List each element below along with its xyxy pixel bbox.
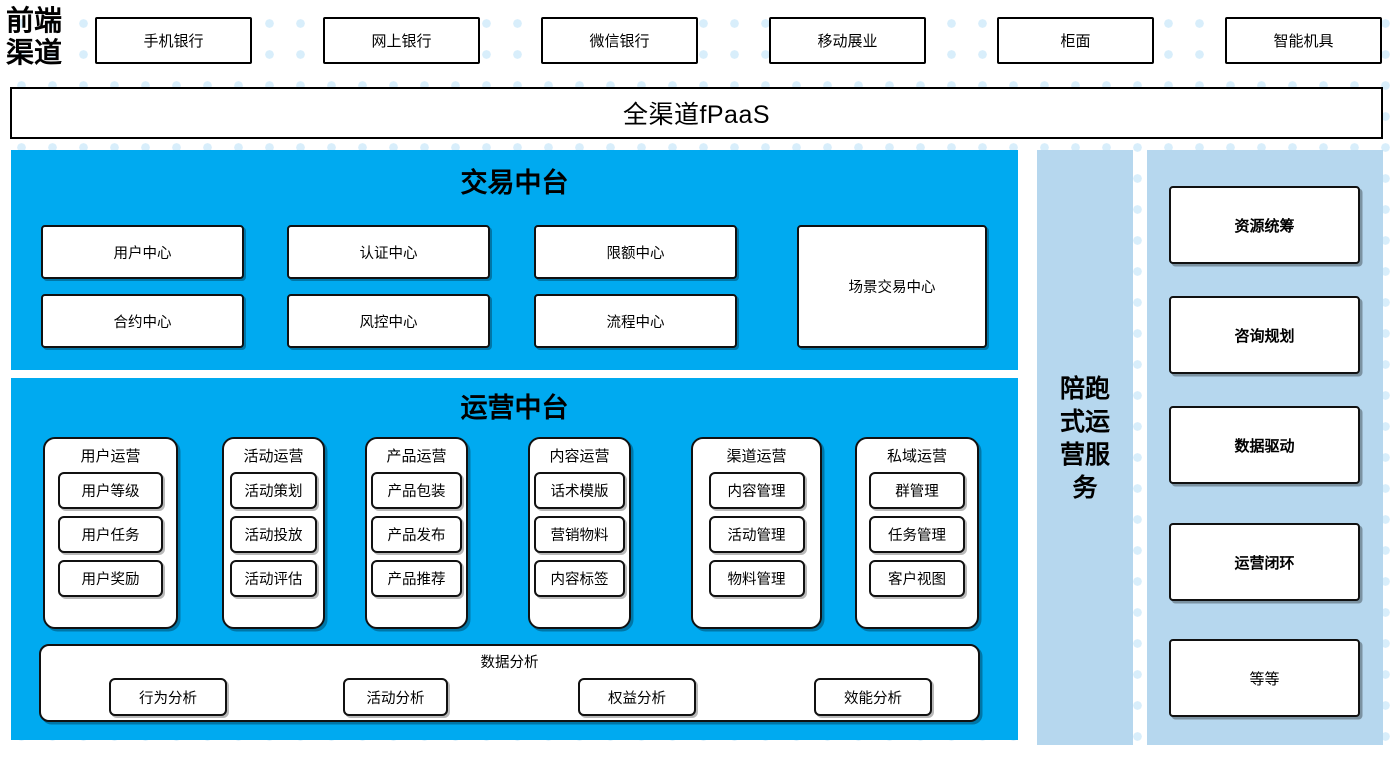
op-item[interactable]: 活动投放 [230,516,317,553]
op-column-title: 用户运营 [80,448,141,465]
op-column-channel[interactable]: 渠道运营 内容管理 活动管理 物料管理 [691,437,822,629]
tx-process-center[interactable]: 流程中心 [534,294,737,348]
tx-box-label: 认证中心 [359,245,418,262]
channel-label: 微信银行 [589,33,650,50]
tx-box-label: 流程中心 [606,314,665,331]
channel-label: 网上银行 [371,33,432,50]
op-column-product[interactable]: 产品运营 产品包装 产品发布 产品推荐 [365,437,468,629]
capability-card-data-driven[interactable]: 数据驱动 [1169,406,1360,484]
data-analysis-item[interactable]: 权益分析 [578,678,696,716]
accompanying-service-text: 陪跑 式运 营服 务 [1037,372,1133,504]
front-channel-label-line2: 渠道 [6,38,63,69]
op-column-title: 内容运营 [549,448,610,465]
channel-label: 移动展业 [817,33,878,50]
op-column-private-domain[interactable]: 私域运营 群管理 任务管理 客户视图 [855,437,979,629]
op-item[interactable]: 内容标签 [534,560,625,597]
op-item[interactable]: 产品推荐 [371,560,462,597]
op-column-content[interactable]: 内容运营 话术模版 营销物料 内容标签 [528,437,631,629]
tx-user-center[interactable]: 用户中心 [41,225,244,279]
tx-limit-center[interactable]: 限额中心 [534,225,737,279]
tx-box-label: 风控中心 [359,314,418,331]
op-column-title: 渠道运营 [726,448,787,465]
op-item[interactable]: 话术模版 [534,472,625,509]
channel-label: 柜面 [1060,33,1091,50]
tx-auth-center[interactable]: 认证中心 [287,225,490,279]
capability-card-closed-loop[interactable]: 运营闭环 [1169,523,1360,601]
channel-label: 手机银行 [143,33,204,50]
op-item[interactable]: 客户视图 [869,560,965,597]
channel-wechat-bank[interactable]: 微信银行 [541,17,698,64]
op-item[interactable]: 产品发布 [371,516,462,553]
channel-counter[interactable]: 柜面 [997,17,1154,64]
tx-box-label: 用户中心 [113,245,172,262]
tx-box-label: 限额中心 [606,245,665,262]
operation-center-title: 运营中台 [460,393,569,424]
op-column-title: 私域运营 [886,448,947,465]
capability-card-consulting[interactable]: 咨询规划 [1169,296,1360,374]
op-item[interactable]: 内容管理 [708,472,805,509]
data-analysis-title: 数据分析 [480,655,539,671]
service-text-line: 陪跑 [1059,374,1110,403]
op-item[interactable]: 任务管理 [869,516,965,553]
tx-box-label: 场景交易中心 [848,280,936,296]
op-item[interactable]: 物料管理 [708,560,805,597]
front-channel-label: 前端 渠道 [6,6,84,70]
tx-risk-center[interactable]: 风控中心 [287,294,490,348]
transaction-center-title: 交易中台 [460,168,569,199]
data-analysis-item[interactable]: 行为分析 [109,678,227,716]
data-analysis-item[interactable]: 活动分析 [343,678,448,716]
op-item[interactable]: 用户任务 [58,516,163,553]
service-text-line: 务 [1072,473,1098,502]
omnichannel-fpaas-label: 全渠道fPaaS [622,101,771,129]
op-item[interactable]: 用户等级 [58,472,163,509]
capability-card-resource[interactable]: 资源统筹 [1169,186,1360,264]
op-column-title: 产品运营 [386,448,447,465]
channel-online-bank[interactable]: 网上银行 [323,17,480,64]
capability-card-etc[interactable]: 等等 [1169,639,1360,717]
tx-scene-trade-center[interactable]: 场景交易中心 [797,225,987,348]
op-item[interactable]: 活动策划 [230,472,317,509]
tx-contract-center[interactable]: 合约中心 [41,294,244,348]
op-item[interactable]: 营销物料 [534,516,625,553]
omnichannel-fpaas-band[interactable]: 全渠道fPaaS [10,87,1383,139]
op-item[interactable]: 活动管理 [708,516,805,553]
op-column-title: 活动运营 [243,448,304,465]
accompanying-service-column[interactable]: 陪跑 式运 营服 务 [1037,150,1133,745]
channel-smart-machine[interactable]: 智能机具 [1225,17,1382,64]
op-item[interactable]: 群管理 [869,472,965,509]
op-column-user[interactable]: 用户运营 用户等级 用户任务 用户奖励 [43,437,178,629]
data-analysis-item[interactable]: 效能分析 [814,678,932,716]
op-item[interactable]: 产品包装 [371,472,462,509]
channel-mobile-business[interactable]: 移动展业 [769,17,926,64]
channel-mobile-bank[interactable]: 手机银行 [95,17,252,64]
data-analysis-panel[interactable]: 数据分析 行为分析 活动分析 权益分析 效能分析 [39,644,980,722]
front-channel-label-line1: 前端 [6,6,63,37]
op-item[interactable]: 用户奖励 [58,560,163,597]
op-item[interactable]: 活动评估 [230,560,317,597]
tx-box-label: 合约中心 [113,314,172,331]
service-text-line: 营服 [1059,440,1110,469]
service-text-line: 式运 [1059,407,1110,436]
op-column-activity[interactable]: 活动运营 活动策划 活动投放 活动评估 [222,437,325,629]
channel-label: 智能机具 [1273,33,1334,50]
